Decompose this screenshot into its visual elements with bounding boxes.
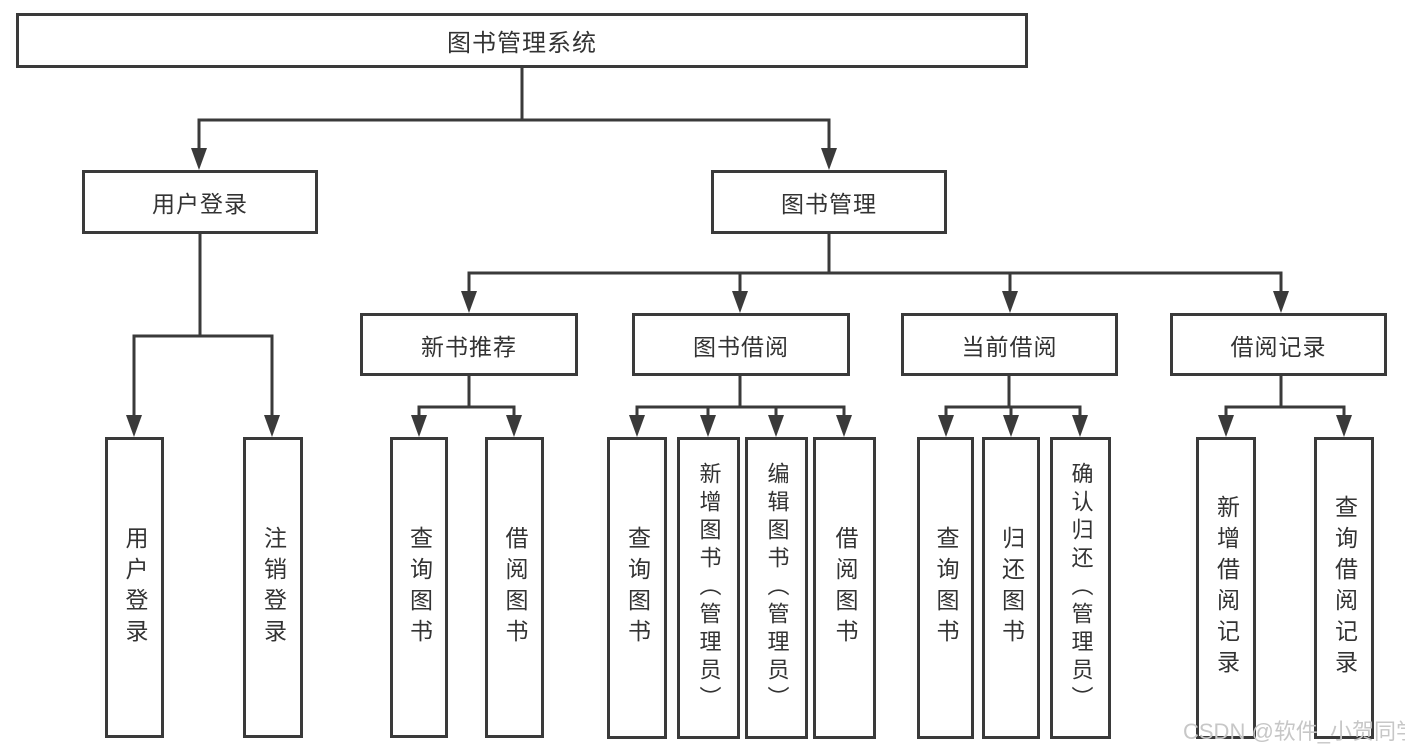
node-label: 新书推荐 [421, 333, 517, 360]
node-label: 借阅图书 [502, 525, 528, 650]
node-label: 查询图书 [406, 525, 433, 650]
node-label: 用户登录 [152, 191, 248, 217]
node-label: 当前借阅 [961, 333, 1058, 360]
node-label: 归还图书 [998, 526, 1025, 650]
leaf-query-books-current: 查询图书 [917, 437, 974, 739]
leaf-user-login: 用户登录 [105, 437, 164, 738]
leaf-edit-books-admin: 编辑图书（管理员） [745, 437, 808, 739]
node-label: 编辑图书（管理员） [764, 462, 790, 714]
node-label: 新增借阅记录 [1213, 495, 1240, 681]
node-label: 查询图书 [624, 526, 651, 650]
node-label: 查询图书 [933, 526, 959, 650]
node-label: 图书管理 [781, 191, 877, 217]
leaf-add-books-admin: 新增图书（管理员） [677, 437, 740, 739]
node-label: 查询借阅记录 [1331, 495, 1358, 681]
leaf-query-borrow-record: 查询借阅记录 [1314, 437, 1374, 739]
node-label: 借阅记录 [1230, 333, 1327, 360]
leaf-return-books: 归还图书 [982, 437, 1040, 739]
node-label: 用户登录 [122, 525, 148, 650]
leaf-confirm-return-admin: 确认归还（管理员） [1050, 437, 1111, 739]
leaf-query-books-borrowing: 查询图书 [607, 437, 667, 739]
leaf-borrow-books-recommend: 借阅图书 [485, 437, 544, 738]
csdn-watermark: CSDN @软件_小贺同学 [1183, 719, 1405, 744]
node-new-book-recommend: 新书推荐 [360, 313, 578, 376]
node-label: 图书管理系统 [447, 30, 597, 57]
node-borrowing-records: 借阅记录 [1170, 313, 1387, 376]
leaf-logout: 注销登录 [243, 437, 303, 738]
leaf-query-books-recommend: 查询图书 [390, 437, 448, 738]
node-label: 注销登录 [260, 525, 287, 650]
node-label: 图书借阅 [693, 333, 789, 360]
node-label: 确认归还（管理员） [1068, 462, 1094, 714]
node-label: 借阅图书 [832, 526, 858, 650]
node-label: 新增图书（管理员） [696, 462, 722, 714]
node-book-borrowing: 图书借阅 [632, 313, 850, 376]
node-library-management-system: 图书管理系统 [16, 13, 1028, 68]
leaf-add-borrow-record: 新增借阅记录 [1196, 437, 1256, 739]
leaf-borrow-books: 借阅图书 [813, 437, 876, 739]
node-book-management: 图书管理 [711, 170, 947, 234]
node-current-borrowing: 当前借阅 [901, 313, 1118, 376]
node-user-login: 用户登录 [82, 170, 318, 234]
